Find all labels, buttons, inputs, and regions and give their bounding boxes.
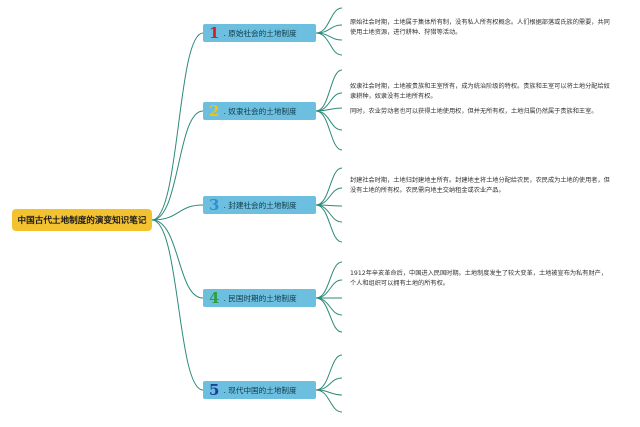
branch-4-leaf-line-5 [315,297,343,333]
branch-4-republic-era[interactable]: 4 . 民国时期的土地制度 [203,289,316,307]
root-to-branch-2-line [151,110,204,221]
note-republic-era: 1912年辛亥革命后，中国进入民国时期。土地制度发生了较大变革，土地被宣布为私有… [350,269,612,294]
branch-3-leaf-line-1 [315,167,343,206]
branch-3-feudal-society[interactable]: 3 . 封建社会的土地制度 [203,196,316,214]
number-1-icon: 1 [209,24,220,42]
root-topic[interactable]: 中国古代土地制度的演变知识笔记 [12,209,152,231]
number-5-icon: 5 [209,381,220,399]
root-topic-label: 中国古代土地制度的演变知识笔记 [17,216,147,226]
branch-1-primitive-society[interactable]: 1 . 原始社会的土地制度 [203,24,316,42]
root-to-branch-1-line [151,32,204,221]
branch-5-leaf-line-4 [315,389,343,413]
root-to-branch-5-line [151,219,204,391]
branch-3-label: . 封建社会的土地制度 [223,200,297,210]
branch-1-label: . 原始社会的土地制度 [223,28,297,38]
branch-5-leaf-line-2 [315,377,343,391]
note-text: 1912年辛亥革命后，中国进入民国时期。土地制度发生了较大变革，土地被宣布为私有… [350,270,608,287]
branch-5-label: . 现代中国的土地制度 [223,385,297,395]
note-text: 奴隶社会时期，土地被贵族和王室所有，成为统治阶级的特权。贵族和王室可以将土地分配… [350,83,610,100]
note-primitive-society: 原始社会时期，土地属于集体所有制，没有私人所有权概念。人们根据部落或氏族的需要，… [350,18,612,43]
branch-5-modern-china[interactable]: 5 . 现代中国的土地制度 [203,381,316,399]
note-text: 同时，农业劳动者也可以获得土地使用权，但并无所有权，土地归属仍然属于贵族和王室。 [350,108,598,116]
branch-2-leaf-line-5 [315,110,343,151]
root-to-branch-4-line [151,219,204,299]
branch-3-leaf-line-2 [315,187,343,206]
branch-4-leaf-line-1 [315,261,343,299]
branch-5-leaf-line-1 [315,354,343,391]
number-2-icon: 2 [209,102,220,120]
branch-1-leaf-line-1 [315,7,343,34]
branch-4-label: . 民国时期的土地制度 [223,293,297,303]
number-4-icon: 4 [209,289,220,307]
branch-3-leaf-line-4 [315,204,343,223]
note-feudal-society: 封建社会时期，土地归封建地主所有。封建地主将土地分配给农民，农民成为土地的使用者… [350,176,612,201]
branch-3-leaf-line-5 [315,204,343,243]
root-to-branch-3-line [151,204,204,221]
note-text: 原始社会时期，土地属于集体所有制，没有私人所有权概念。人们根据部落或氏族的需要，… [350,19,610,36]
branch-2-label: . 奴隶社会的土地制度 [223,106,297,116]
number-3-icon: 3 [209,196,220,214]
note-slave-society: 奴隶社会时期，土地被贵族和王室所有，成为统治阶级的特权。贵族和王室可以将土地分配… [350,82,612,123]
branch-4-leaf-line-2 [315,279,343,299]
branch-2-slave-society[interactable]: 2 . 奴隶社会的土地制度 [203,102,316,120]
branch-1-leaf-line-4 [315,32,343,56]
branch-2-leaf-line-1 [315,69,343,112]
note-text: 封建社会时期，土地归封建地主所有。封建地主将土地分配给农民，农民成为土地的使用者… [350,177,610,194]
